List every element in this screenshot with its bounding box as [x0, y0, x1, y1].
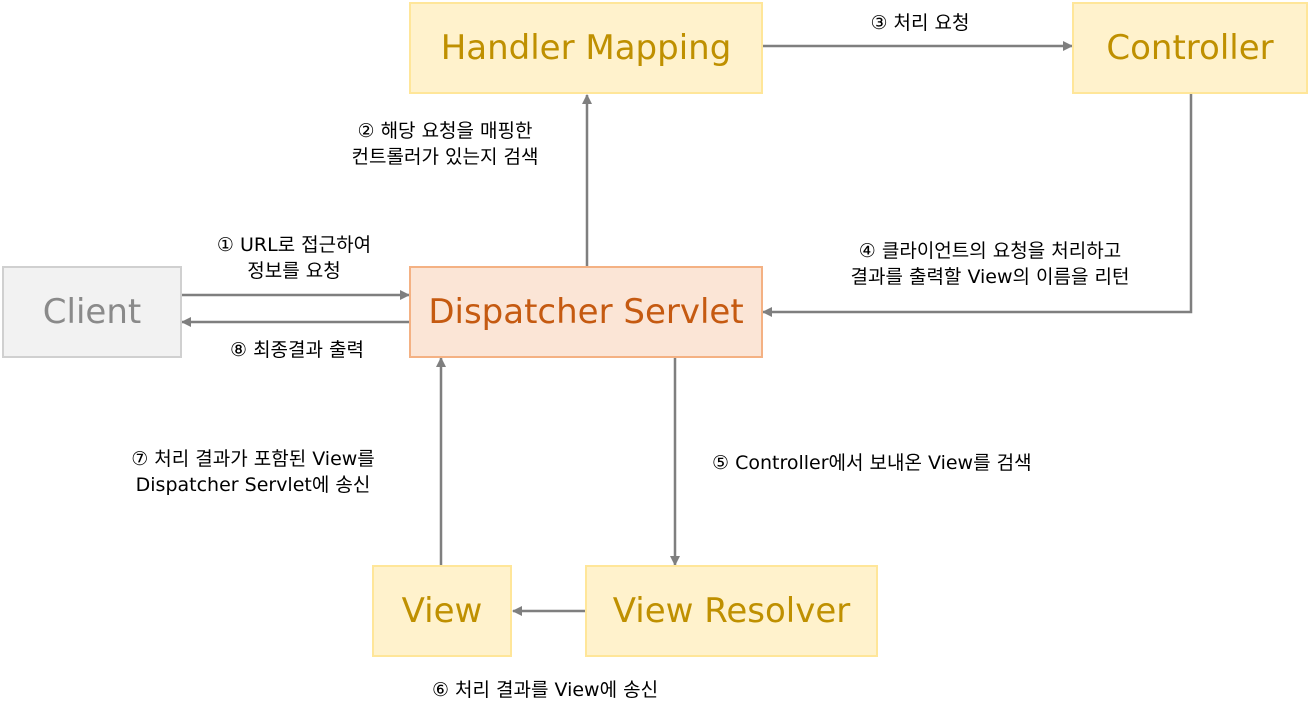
- step-1-line-1: ① URL로 접근하여: [216, 234, 372, 256]
- view-resolver-label: View Resolver: [612, 591, 851, 631]
- step-2-line-1: ② 해당 요청을 매핑한: [357, 120, 533, 142]
- view-node: View: [372, 565, 512, 657]
- step-2-line-2: 컨트롤러가 있는지 검색: [351, 146, 539, 168]
- handler-mapping-label: Handler Mapping: [440, 28, 732, 68]
- step-1-line-2: 정보를 요청: [247, 260, 341, 282]
- handler-mapping-node: Handler Mapping: [409, 2, 763, 94]
- dispatcher-servlet-node: Dispatcher Servlet: [409, 266, 763, 358]
- step-7-line-1: ⑦ 처리 결과가 포함된 View를: [131, 448, 375, 470]
- arrow-controller-to-dispatcher: [762, 94, 1193, 317]
- step-6-line-1: ⑥ 처리 결과를 View에 송신: [431, 679, 659, 701]
- step-4-label: ④ 클라이언트의 요청을 처리하고 결과를 출력할 View의 이름을 리턴: [790, 238, 1190, 290]
- controller-node: Controller: [1072, 2, 1308, 94]
- step-5-label: ⑤ Controller에서 보내온 View를 검색: [712, 450, 1032, 476]
- step-1-label: ① URL로 접근하여 정보를 요청: [176, 232, 412, 284]
- step-7-line-2: Dispatcher Servlet에 송신: [135, 474, 371, 496]
- step-3-line-1: ③ 처리 요청: [870, 12, 970, 34]
- step-3-label: ③ 처리 요청: [820, 10, 1020, 36]
- step-8-label: ⑧ 최종결과 출력: [190, 337, 404, 363]
- dispatcher-servlet-label: Dispatcher Servlet: [428, 292, 744, 332]
- step-7-label: ⑦ 처리 결과가 포함된 View를 Dispatcher Servlet에 송…: [80, 446, 426, 498]
- step-5-line-1: ⑤ Controller에서 보내온 View를 검색: [712, 452, 1032, 474]
- view-resolver-node: View Resolver: [585, 565, 878, 657]
- step-8-line-1: ⑧ 최종결과 출력: [230, 339, 364, 361]
- controller-label: Controller: [1106, 28, 1274, 68]
- view-label: View: [401, 591, 483, 631]
- step-6-label: ⑥ 처리 결과를 View에 송신: [380, 677, 710, 703]
- step-4-line-1: ④ 클라이언트의 요청을 처리하고: [858, 240, 1122, 262]
- step-4-line-2: 결과를 출력할 View의 이름을 리턴: [850, 266, 1130, 288]
- client-label: Client: [42, 292, 142, 332]
- client-node: Client: [2, 266, 182, 358]
- step-2-label: ② 해당 요청을 매핑한 컨트롤러가 있는지 검색: [310, 118, 580, 170]
